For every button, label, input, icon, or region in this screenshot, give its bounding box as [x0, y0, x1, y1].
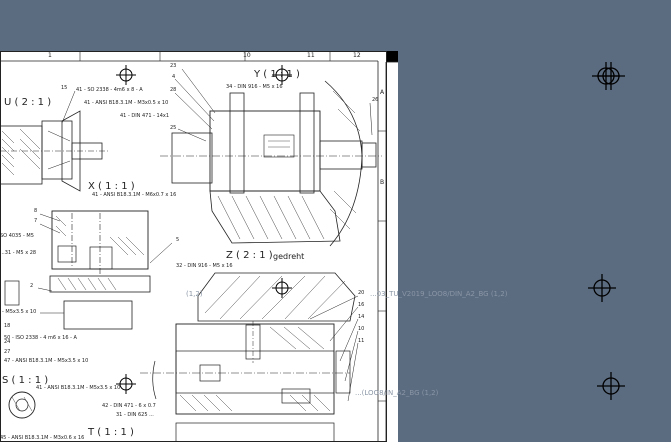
callout-number: 27 — [4, 349, 11, 355]
part-note: 42 - DIN 471 - 6 x 0.7 — [102, 403, 156, 409]
callout-number: 5 — [176, 237, 180, 243]
callout-number: 18 — [4, 323, 11, 329]
callout-number: 20 — [358, 290, 365, 296]
part-note: 45 - ANSI B18.3.1M - M3x0.6 x 16 — [0, 435, 85, 441]
callout-number: 2 — [30, 283, 34, 289]
part-note: 31 - DIN 625 ... — [116, 412, 154, 418]
registration-mark-icon — [588, 274, 616, 302]
part-note: 41 - ANSI B18.3.1M - M3x0.5 x 10 — [84, 100, 169, 106]
callout-number: 28 — [170, 87, 177, 93]
callout-number: 25 — [170, 125, 177, 131]
callout-number: 15 — [61, 85, 68, 91]
view-title-z-suffix: gedreht — [273, 252, 305, 261]
part-note: - M5x3.5 x 10 — [2, 309, 37, 315]
callout-number: 11 — [358, 338, 365, 344]
part-note: 41 - SO 2338 - 4m6 x 8 - A — [76, 87, 143, 93]
callout-number: 24 — [4, 339, 11, 345]
border-column-label: 1 — [48, 52, 52, 59]
callout-number: 7 — [34, 218, 38, 224]
part-note: 41 - DIN 471 - 14x1 — [120, 113, 170, 119]
sheet-reference-label: (1,2) — [186, 290, 203, 298]
drawing-sheet[interactable]: 1 10 11 12 A B U ( 2 : 1 ) Y ( 1 : 1 ) X… — [0, 51, 398, 442]
part-note: 34 - DIN 916 - M5 x 16 — [226, 84, 283, 90]
callout-number: 26 — [372, 97, 379, 103]
view-title-z: Z ( 2 : 1 ) — [226, 250, 273, 261]
sheet-reference-label: ...03_TU_V2019_LOO8/DIN_A2_BG (1,2) — [370, 290, 508, 298]
part-note: 50 - ISO 2338 - 4 m6 x 16 - A — [4, 335, 77, 341]
part-note: SO 4035 - M5 — [0, 233, 34, 239]
border-column-label: 11 — [307, 52, 315, 59]
callout-number: 10 — [358, 326, 365, 332]
view-title-x: X ( 1 : 1 ) — [88, 181, 135, 192]
border-row-label: B — [380, 179, 385, 186]
callout-number: 16 — [358, 302, 365, 308]
border-column-label: 12 — [353, 52, 361, 59]
part-note: 41 - ANSI B18.3.1M - M6x0.7 x 16 — [92, 192, 177, 198]
sheet-reference-label: ...(LOO8/IN_A2_BG (1,2) — [355, 389, 439, 397]
technical-drawing — [0, 51, 398, 442]
registration-mark-icon — [597, 372, 625, 400]
registration-mark-icon — [597, 62, 625, 90]
callout-number: 4 — [172, 74, 176, 80]
callout-number: 23 — [170, 63, 177, 69]
part-note: ...31 - M5 x 28 — [0, 250, 37, 256]
view-title-y: Y ( 1 : 1 ) — [254, 69, 300, 80]
part-note: 47 - ANSI B18.3.1M - M5x3.5 x 10 — [4, 358, 89, 364]
part-note: 32 - DIN 916 - M5 x 16 — [176, 263, 233, 269]
view-title-u: U ( 2 : 1 ) — [4, 97, 52, 108]
view-title-t: T ( 1 : 1 ) — [88, 427, 134, 438]
border-row-label: A — [380, 89, 385, 96]
border-column-label: 10 — [243, 52, 251, 59]
callout-number: 8 — [34, 208, 38, 214]
view-title-s: S ( 1 : 1 ) — [2, 375, 49, 386]
part-note: 41 - ANSI B18.3.1M - M5x3.5 x 10 — [36, 385, 121, 391]
callout-number: 14 — [358, 314, 365, 320]
